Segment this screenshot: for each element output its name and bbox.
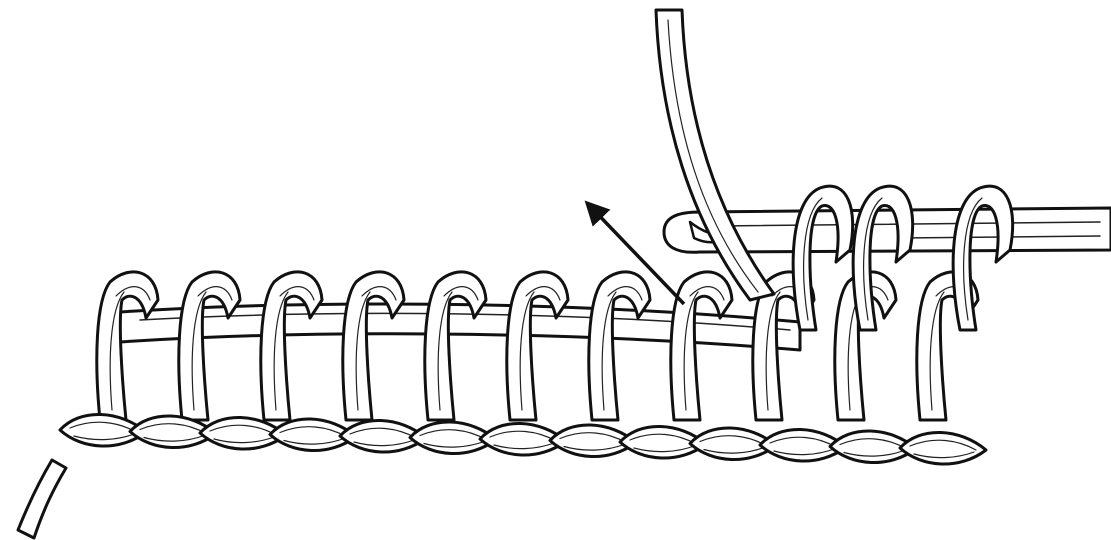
stitch-post [343,272,404,420]
foundation-chain [60,414,986,464]
working-yarn [656,10,774,300]
stitch-post [97,272,158,420]
loops-on-hook [793,186,1013,330]
stitch-post [425,272,486,420]
stitch-post [671,272,732,420]
yarn-tail [18,460,66,538]
chain-twist [900,432,986,464]
top-bar [120,304,800,350]
stitch-post [261,272,322,420]
stitch-post [179,272,240,420]
stitch-posts [97,272,978,420]
stitch-post [589,272,650,420]
stitch-post [507,272,568,420]
hook-loop [953,186,1013,330]
